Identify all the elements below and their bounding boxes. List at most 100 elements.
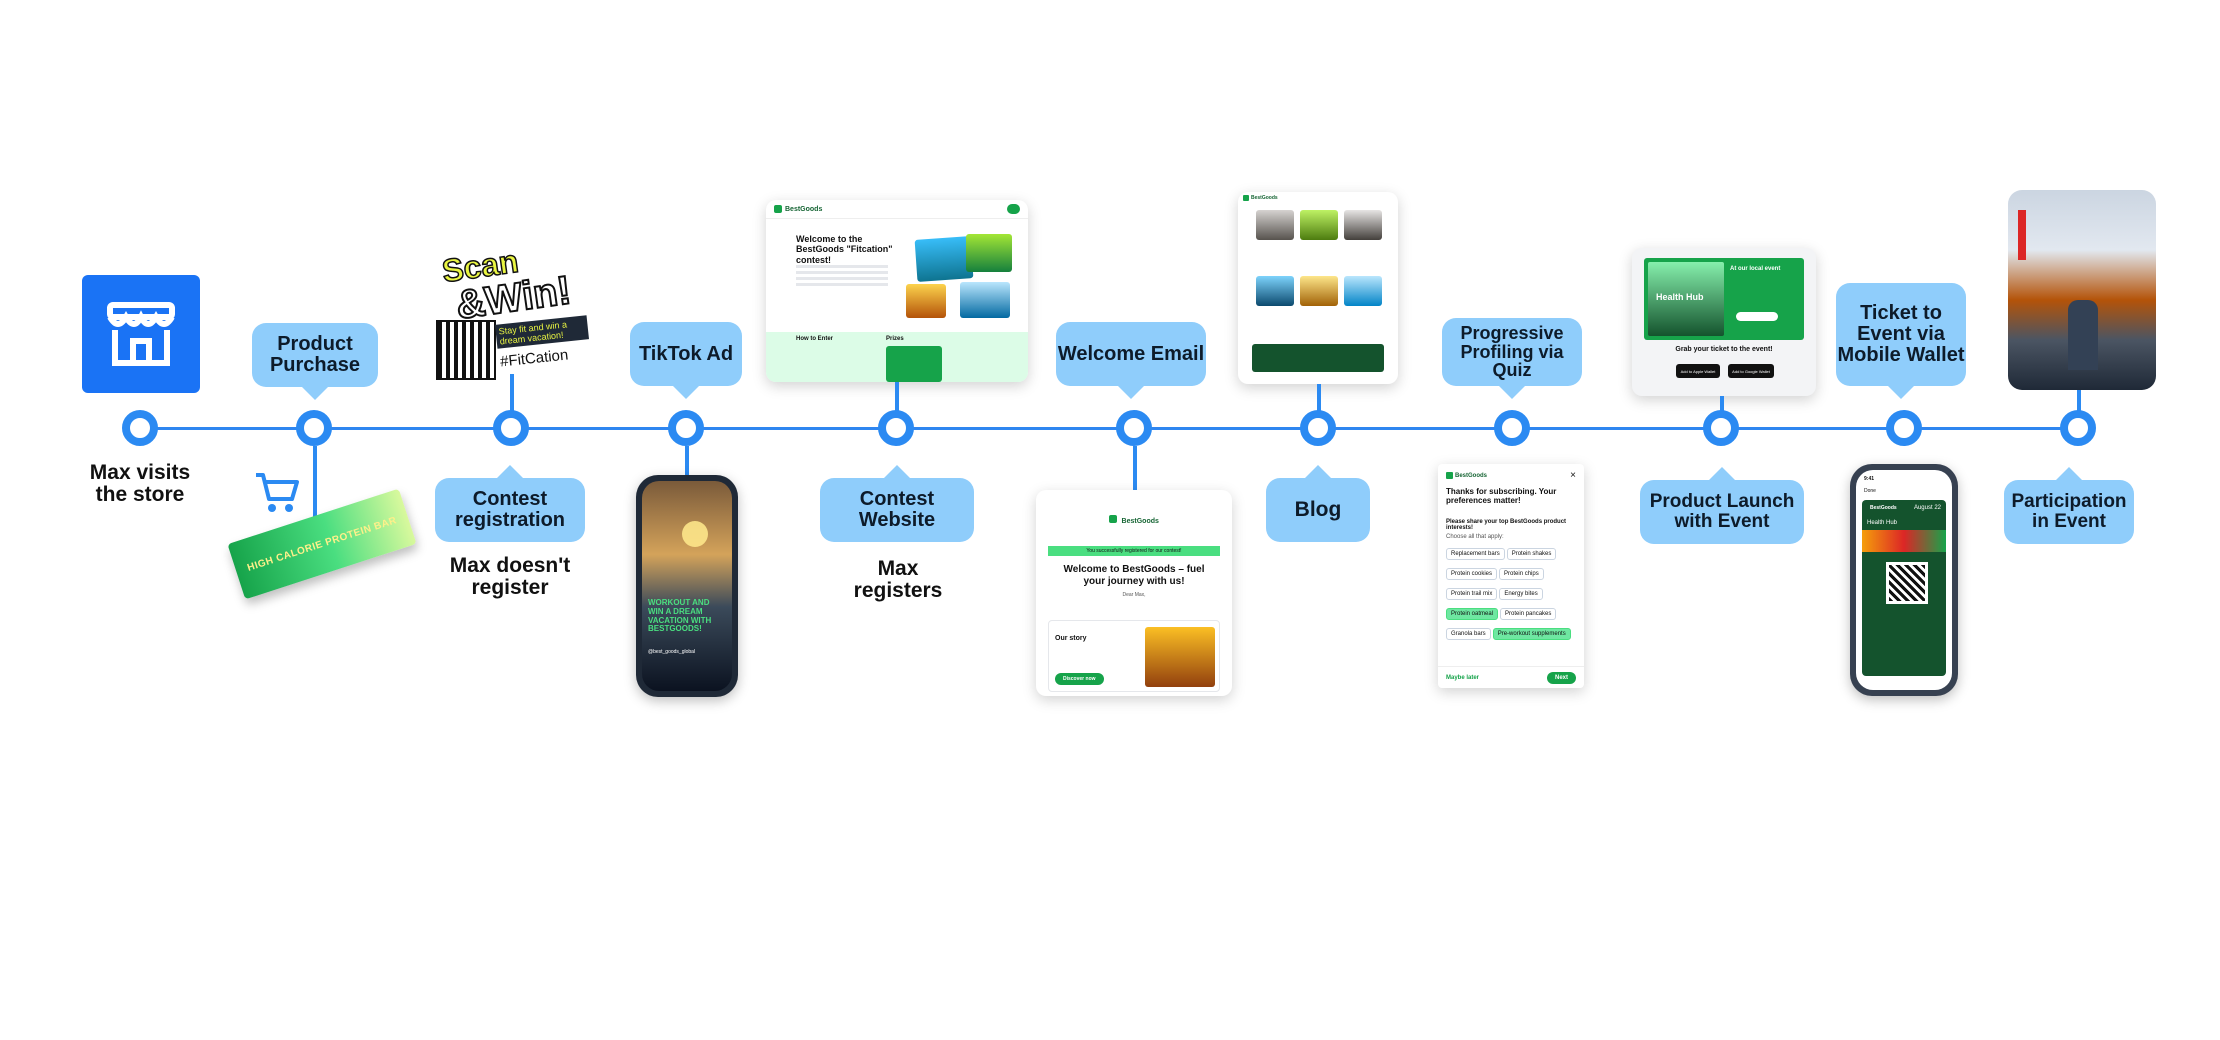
tiktok-video-text: WORKOUT AND WIN A DREAM VACATION WITH BE… bbox=[648, 598, 712, 634]
contest-website-card: BestGoods Welcome to the BestGoods "Fitc… bbox=[766, 200, 1028, 382]
launch-apple-wallet[interactable]: Add to Apple Wallet bbox=[1676, 364, 1720, 378]
quiz-option[interactable]: Protein chips bbox=[1499, 568, 1544, 581]
wallet-pass: BestGoods August 22 Health Hub bbox=[1862, 500, 1946, 676]
wallet-done[interactable]: Done bbox=[1864, 488, 1876, 494]
wallet-date: August 22 bbox=[1913, 505, 1941, 511]
wallet-brand: BestGoods bbox=[1870, 505, 1897, 511]
timeline-node-purchase bbox=[296, 410, 332, 446]
quiz-option[interactable]: Pre-workout supplements bbox=[1492, 628, 1571, 641]
blog-card: BestGoods bbox=[1238, 192, 1398, 384]
launch-photo: Health Hub bbox=[1648, 262, 1724, 336]
welcome-email-brand: BestGoods bbox=[1121, 518, 1159, 525]
welcome-email-heading: Welcome to BestGoods – fuel your journey… bbox=[1063, 564, 1205, 587]
timeline-node-store bbox=[122, 410, 158, 446]
contest-site-prizes: Prizes bbox=[886, 336, 904, 342]
quiz-close-icon[interactable]: × bbox=[1570, 470, 1576, 481]
contest-site-label: Contest Website bbox=[858, 488, 936, 531]
quiz-option[interactable]: Protein cookies bbox=[1446, 568, 1498, 581]
timeline-node-wallet bbox=[1886, 410, 1922, 446]
contest-reg-label: Contest registration bbox=[454, 488, 566, 531]
blog-grid bbox=[1256, 210, 1382, 306]
contest-site-bubble: Contest Website bbox=[820, 478, 974, 542]
quiz-heading: Thanks for subscribing. Your preferences… bbox=[1446, 487, 1557, 506]
sun-glow bbox=[682, 521, 708, 547]
purchase-stem bbox=[313, 446, 317, 536]
quiz-option[interactable]: Protein pancakes bbox=[1500, 608, 1557, 621]
quiz-next-button[interactable]: Next bbox=[1546, 671, 1576, 684]
promo-hashtag: #FitCation bbox=[499, 346, 570, 371]
quiz-option[interactable]: Protein trail mix bbox=[1446, 588, 1498, 601]
timeline-node-contest-site bbox=[878, 410, 914, 446]
scan-win-promo: Scan &Win! Stay fit and win a dream vaca… bbox=[436, 242, 590, 380]
contest-reg-stem bbox=[510, 374, 514, 414]
welcome-email-bubble: Welcome Email bbox=[1056, 322, 1206, 386]
launch-stem bbox=[1720, 396, 1724, 412]
quiz-option[interactable]: Replacement bars bbox=[1446, 548, 1505, 561]
tiktok-bubble: TikTok Ad bbox=[630, 322, 742, 386]
wallet-bubble: Ticket to Event via Mobile Wallet bbox=[1836, 283, 1966, 386]
wallet-pass-photo bbox=[1862, 530, 1946, 552]
timeline-node-welcome-email bbox=[1116, 410, 1152, 446]
launch-bubble: Product Launch with Event bbox=[1640, 480, 1804, 544]
launch-hub: Health Hub bbox=[1656, 292, 1704, 302]
blog-label: Blog bbox=[1294, 497, 1342, 521]
welcome-email-label: Welcome Email bbox=[1057, 342, 1205, 365]
tiktok-handle: @best_goods_global bbox=[648, 649, 696, 655]
participation-stem bbox=[2077, 390, 2081, 412]
contest-reg-outcome: Max doesn't register bbox=[449, 554, 571, 600]
timeline-node-quiz bbox=[1494, 410, 1530, 446]
quiz-option[interactable]: Energy bites bbox=[1499, 588, 1543, 601]
blog-brand: BestGoods bbox=[1251, 195, 1278, 201]
participation-label: Participation in Event bbox=[2011, 491, 2127, 532]
quiz-choose: Choose all that apply: bbox=[1446, 534, 1504, 541]
purchase-bubble: Product Purchase bbox=[252, 323, 378, 387]
tiktok-label: TikTok Ad bbox=[638, 342, 734, 365]
contest-site-outcome: Max registers bbox=[853, 557, 943, 603]
launch-event-title: At our local event bbox=[1730, 266, 1781, 272]
protein-bar-text: HIGH CALORIE PROTEIN BAR bbox=[245, 514, 399, 574]
welcome-email-photo bbox=[1145, 627, 1215, 687]
wallet-phone: 9:41 Done BestGoods August 22 Health Hub bbox=[1850, 464, 1958, 696]
blog-stem bbox=[1317, 384, 1321, 412]
welcome-email-stem bbox=[1133, 446, 1137, 490]
quiz-option[interactable]: Granola bars bbox=[1446, 628, 1491, 641]
welcome-email-banner: You successfully registered for our cont… bbox=[1048, 546, 1220, 556]
wallet-label: Ticket to Event via Mobile Wallet bbox=[1837, 302, 1965, 366]
launch-label: Product Launch with Event bbox=[1649, 491, 1795, 532]
timeline-node-blog bbox=[1300, 410, 1336, 446]
timeline-node-launch bbox=[1703, 410, 1739, 446]
cart-icon bbox=[254, 470, 300, 519]
timeline-node-contest-reg bbox=[493, 410, 529, 446]
launch-card: Health Hub At our local event Grab your … bbox=[1632, 248, 1816, 396]
wallet-time: 9:41 bbox=[1864, 476, 1875, 482]
blog-bubble: Blog bbox=[1266, 478, 1370, 542]
launch-grab: Grab your ticket to the event! bbox=[1675, 346, 1773, 353]
welcome-email-greeting: Dear Max, bbox=[1122, 592, 1146, 598]
quiz-option[interactable]: Protein oatmeal bbox=[1446, 608, 1499, 621]
qr-code bbox=[436, 320, 496, 380]
quiz-bubble: Progressive Profiling via Quiz bbox=[1442, 318, 1582, 386]
tiktok-phone: WORKOUT AND WIN A DREAM VACATION WITH BE… bbox=[636, 475, 738, 697]
quiz-option[interactable]: Protein shakes bbox=[1506, 548, 1557, 561]
launch-google-wallet[interactable]: Add to Google Wallet bbox=[1728, 364, 1774, 378]
contest-site-howto: How to Enter bbox=[796, 336, 833, 342]
welcome-email-card: BestGoods You successfully registered fo… bbox=[1036, 490, 1232, 696]
blog-footer-banner bbox=[1252, 344, 1384, 372]
contest-site-brand: BestGoods bbox=[785, 205, 823, 213]
timeline-node-participation bbox=[2060, 410, 2096, 446]
purchase-label: Product Purchase bbox=[269, 333, 361, 376]
welcome-email-story-button[interactable]: Discover now bbox=[1055, 673, 1104, 685]
quiz-question: Please share your top BestGoods product … bbox=[1446, 519, 1567, 532]
store-label: Max visits the store bbox=[89, 461, 191, 507]
tiktok-stem bbox=[685, 446, 689, 476]
timeline-line bbox=[140, 427, 2090, 430]
quiz-later-link[interactable]: Maybe later bbox=[1446, 674, 1480, 681]
quiz-label: Progressive Profiling via Quiz bbox=[1460, 322, 1564, 381]
participation-bubble: Participation in Event bbox=[2004, 480, 2134, 544]
quiz-card: BestGoods × Thanks for subscribing. Your… bbox=[1438, 464, 1584, 688]
event-crowd-photo bbox=[2008, 190, 2156, 390]
welcome-email-story: Our story bbox=[1055, 635, 1087, 642]
contest-site-stem bbox=[895, 382, 899, 412]
wallet-qr-code bbox=[1886, 562, 1928, 604]
